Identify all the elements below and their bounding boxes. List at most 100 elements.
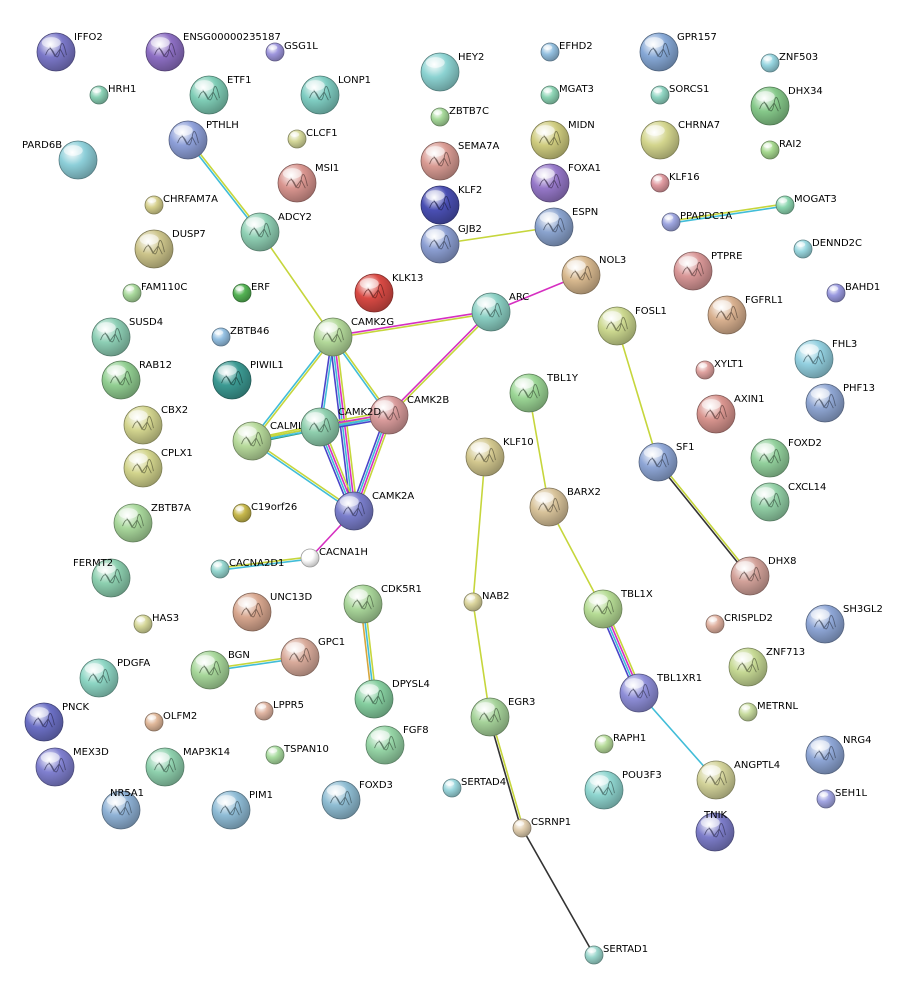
node-bahd1[interactable]: BAHD1: [826, 282, 880, 303]
node-camk2a[interactable]: CAMK2A: [334, 491, 414, 531]
node-mex3d[interactable]: MEX3D: [35, 747, 109, 787]
node-cacna1h[interactable]: CACNA1H: [300, 547, 368, 568]
node-gpr157[interactable]: GPR157: [639, 32, 717, 72]
node-erf[interactable]: ERF: [232, 282, 270, 303]
node-pou3f3[interactable]: POU3F3: [584, 770, 662, 810]
edge-arc-camk2g[interactable]: [332, 310, 492, 339]
node-cdk5r1[interactable]: CDK5R1: [343, 584, 422, 624]
edge-adcy2-camk2g[interactable]: [259, 231, 334, 338]
node-phf13[interactable]: PHF13: [805, 383, 875, 423]
node-lonp1[interactable]: LONP1: [300, 75, 371, 115]
edge-sf1-dhx8[interactable]: [656, 460, 752, 578]
node-clcf1[interactable]: CLCF1: [287, 128, 338, 149]
edge-klf10-nab2[interactable]: [472, 456, 486, 603]
node-sorcs1[interactable]: SORCS1: [650, 84, 709, 105]
node-foxd3[interactable]: FOXD3: [321, 780, 393, 820]
node-lppr5[interactable]: LPPR5: [254, 700, 304, 721]
node-efhd2[interactable]: EFHD2: [540, 41, 593, 62]
node-mgat3[interactable]: MGAT3: [540, 84, 594, 105]
node-fermt2[interactable]: FERMT2: [73, 558, 131, 598]
node-map3k14[interactable]: MAP3K14: [145, 747, 230, 787]
node-tbl1xr1[interactable]: TBL1XR1: [619, 673, 702, 713]
node-gpc1[interactable]: GPC1: [280, 637, 345, 677]
node-camk2g[interactable]: CAMK2G: [313, 317, 394, 357]
node-gjb2[interactable]: GJB2: [420, 224, 482, 264]
node-sh3gl2[interactable]: SH3GL2: [805, 604, 883, 644]
node-dpysl4[interactable]: DPYSL4: [354, 679, 430, 719]
node-egr3[interactable]: EGR3: [470, 697, 535, 737]
node-midn[interactable]: MIDN: [530, 120, 595, 160]
node-tbl1y[interactable]: TBL1Y: [509, 373, 579, 413]
node-mogat3[interactable]: MOGAT3: [775, 194, 837, 215]
node-ppapdc1a[interactable]: PPAPDC1A: [661, 211, 732, 232]
node-gsg1l[interactable]: GSG1L: [265, 41, 318, 62]
node-fgfrl1[interactable]: FGFRL1: [707, 295, 783, 335]
node-tnik[interactable]: TNIK: [695, 810, 735, 852]
node-ptpre[interactable]: PTPRE: [673, 251, 742, 291]
node-foxa1[interactable]: FOXA1: [530, 163, 601, 203]
node-pim1[interactable]: PIM1: [211, 790, 273, 830]
node-tspan10[interactable]: TSPAN10: [265, 744, 329, 765]
node-ensg00000235187[interactable]: ENSG00000235187: [145, 32, 281, 72]
node-pnck[interactable]: PNCK: [24, 702, 89, 742]
node-xylt1[interactable]: XYLT1: [695, 359, 744, 380]
node-camk2d[interactable]: CAMK2D: [300, 407, 381, 447]
node-tbl1x[interactable]: TBL1X: [583, 589, 653, 629]
node-rab12[interactable]: RAB12: [101, 360, 172, 400]
node-dhx34[interactable]: DHX34: [750, 86, 823, 126]
edge-calml3-camk2a[interactable]: [250, 439, 356, 513]
node-sema7a[interactable]: SEMA7A: [420, 141, 499, 181]
node-chrna7[interactable]: CHRNA7: [640, 120, 720, 160]
node-fgf8[interactable]: FGF8: [365, 725, 429, 765]
node-axin1[interactable]: AXIN1: [696, 394, 764, 434]
node-fosl1[interactable]: FOSL1: [597, 306, 667, 346]
node-znf503[interactable]: ZNF503: [760, 52, 818, 73]
node-nrg4[interactable]: NRG4: [805, 735, 872, 775]
node-klf10[interactable]: KLF10: [465, 437, 534, 477]
node-klf2[interactable]: KLF2: [420, 185, 482, 225]
node-klk13[interactable]: KLK13: [354, 273, 423, 313]
node-metrnl[interactable]: METRNL: [738, 701, 798, 722]
node-dhx8[interactable]: DHX8: [730, 556, 796, 596]
edge-camk2g-calml3[interactable]: [250, 335, 335, 443]
node-cbx2[interactable]: CBX2: [123, 405, 188, 445]
node-rai2[interactable]: RAI2: [760, 139, 802, 160]
node-calml3[interactable]: CALML3: [232, 421, 310, 461]
node-sf1[interactable]: SF1: [638, 442, 694, 482]
edge-ppapdc1a-mogat3[interactable]: [670, 203, 786, 224]
node-hey2[interactable]: HEY2: [420, 52, 484, 92]
edge-fosl1-sf1[interactable]: [616, 325, 659, 463]
node-espn[interactable]: ESPN: [534, 207, 598, 247]
node-barx2[interactable]: BARX2: [529, 487, 601, 527]
node-nr5a1[interactable]: NR5A1: [101, 788, 144, 830]
node-foxd2[interactable]: FOXD2: [750, 438, 822, 478]
node-unc13d[interactable]: UNC13D: [232, 592, 313, 632]
node-sertad4[interactable]: SERTAD4: [442, 777, 506, 798]
node-nab2[interactable]: NAB2: [463, 591, 510, 612]
node-zbtb7a[interactable]: ZBTB7A: [113, 503, 191, 543]
node-cxcl14[interactable]: CXCL14: [750, 482, 826, 522]
node-arc[interactable]: ARC: [471, 292, 529, 332]
node-raph1[interactable]: RAPH1: [594, 733, 646, 754]
node-msi1[interactable]: MSI1: [277, 163, 339, 203]
node-dusp7[interactable]: DUSP7: [134, 229, 206, 269]
edge-cacna2d1-cacna1h[interactable]: [219, 556, 311, 571]
node-etf1[interactable]: ETF1: [189, 75, 252, 115]
node-pard6b[interactable]: PARD6B: [22, 140, 98, 180]
edge-csrnp1-sertad1[interactable]: [521, 827, 595, 956]
node-pthlh[interactable]: PTHLH: [168, 120, 239, 160]
node-chrfam7a[interactable]: CHRFAM7A: [144, 194, 218, 215]
node-fhl3[interactable]: FHL3: [794, 339, 857, 379]
node-csrnp1[interactable]: CSRNP1: [512, 817, 571, 838]
node-znf713[interactable]: ZNF713: [728, 647, 805, 687]
node-zbtb46[interactable]: ZBTB46: [211, 326, 269, 347]
node-susd4[interactable]: SUSD4: [91, 317, 163, 357]
node-iffo2[interactable]: IFFO2: [36, 32, 103, 72]
node-camk2b[interactable]: CAMK2B: [369, 395, 449, 435]
node-olfm2[interactable]: OLFM2: [144, 711, 197, 732]
node-cplx1[interactable]: CPLX1: [123, 448, 193, 488]
node-nol3[interactable]: NOL3: [561, 255, 626, 295]
edge-pthlh-adcy2[interactable]: [186, 138, 262, 234]
node-sertad1[interactable]: SERTAD1: [584, 944, 648, 965]
node-c19orf26[interactable]: C19orf26: [232, 502, 297, 523]
